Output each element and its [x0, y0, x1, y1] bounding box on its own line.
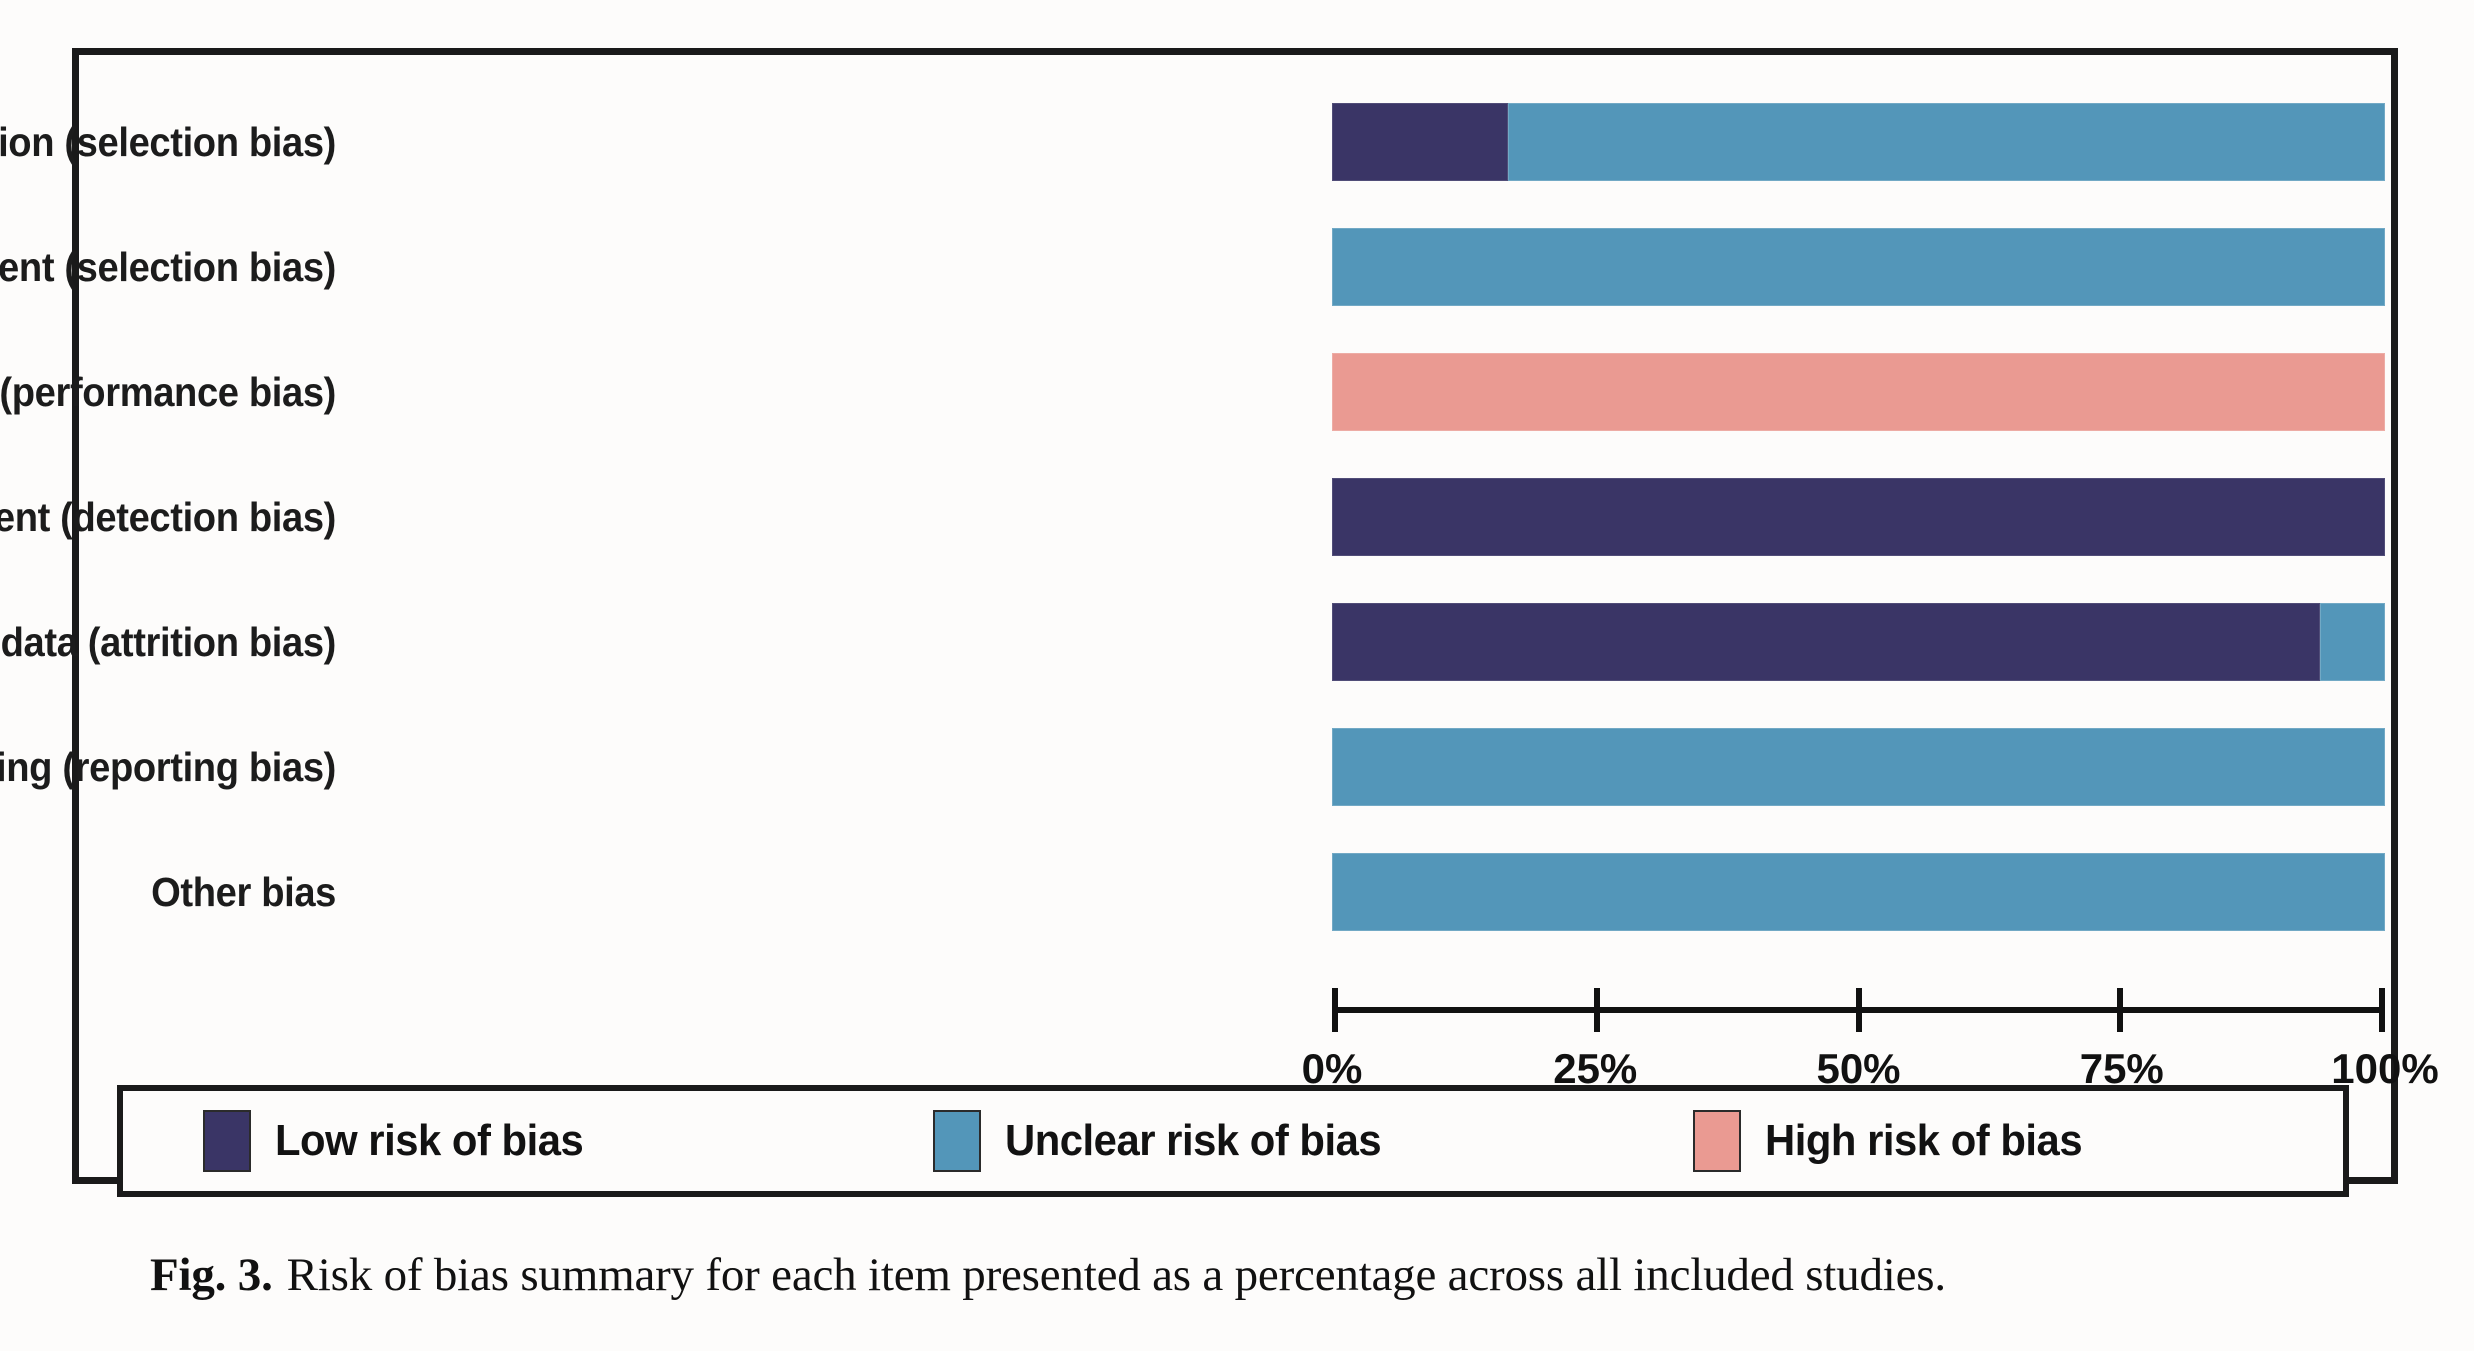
x-axis-tick [1332, 988, 1338, 1032]
chart-legend: Low risk of bias Unclear risk of bias High… [117, 1085, 2349, 1197]
legend-swatch-low [203, 1110, 251, 1172]
bar-row-label: Blinding of participants and personnel (… [0, 369, 336, 415]
x-axis-tick [2117, 988, 2124, 1032]
bar-row-label: Allocation concealment (selection bias) [0, 244, 336, 290]
bar-segment-low [1332, 103, 1508, 181]
bar-row: Blinding of participants and personnel (… [0, 353, 2391, 431]
bar-track [1332, 853, 2385, 931]
bar-segment-low [1332, 603, 2320, 681]
bar-row-label: Selective reporting (reporting bias) [0, 744, 336, 790]
bar-row: Random sequence generation (selection bi… [0, 103, 2391, 181]
bar-row: Allocation concealment (selection bias) [0, 228, 2391, 306]
bar-row-label: Incomplete outcome data (attrition bias) [0, 619, 336, 665]
bar-row: Incomplete outcome data (attrition bias) [0, 603, 2391, 681]
legend-item-high: High risk of bias [1693, 1110, 2099, 1172]
bar-segment-unclear [2319, 603, 2385, 681]
bar-segment-low [1332, 478, 2385, 556]
x-axis-tick-label: 25% [1553, 1045, 1638, 1092]
figure-frame: Random sequence generation (selection bi… [0, 48, 2439, 1197]
figure-caption-label: Fig. 3. [150, 1249, 273, 1301]
bar-row-label: Random sequence generation (selection bi… [0, 119, 336, 165]
bar-track [1332, 103, 2385, 181]
legend-item-low: Low risk of bias [203, 1110, 600, 1172]
bar-segment-unclear [1332, 228, 2385, 306]
bar-segment-unclear [1507, 103, 2385, 181]
bar-row-label: Other bias [151, 869, 336, 915]
risk-of-bias-plot-area: Random sequence generation (selection bi… [0, 55, 2391, 985]
bar-track [1332, 728, 2385, 806]
x-axis-tick-label: 75% [2079, 1045, 2164, 1092]
bar-row-label: Blinding of outcome assessment (detectio… [0, 494, 336, 540]
bar-segment-unclear [1332, 853, 2385, 931]
bar-track [1332, 603, 2385, 681]
bar-row: Blinding of outcome assessment (detectio… [0, 478, 2391, 556]
bar-segment-high [1332, 353, 2385, 431]
bar-track [1332, 353, 2385, 431]
x-axis-tick [2379, 988, 2385, 1032]
legend-label-unclear: Unclear risk of bias [1005, 1116, 1382, 1165]
legend-swatch-unclear [933, 1110, 981, 1172]
figure-caption: Fig. 3.Risk of bias summary for each ite… [150, 1248, 2380, 1302]
legend-swatch-high [1693, 1110, 1741, 1172]
x-axis: 0% 25% 50% 75% 100% [1302, 988, 2439, 1092]
bar-track [1332, 228, 2385, 306]
bar-row: Selective reporting (reporting bias) [0, 728, 2391, 806]
bar-track [1332, 478, 2385, 556]
x-axis-tick [1593, 988, 1600, 1032]
x-axis-tick-label: 100% [2331, 1045, 2439, 1092]
figure-caption-text: Risk of bias summary for each item prese… [286, 1249, 1946, 1301]
legend-item-unclear: Unclear risk of bias [933, 1110, 1401, 1172]
x-axis-tick-label: 0% [1301, 1045, 1363, 1092]
legend-label-high: High risk of bias [1765, 1116, 2083, 1165]
x-axis-tick [1855, 988, 1862, 1032]
legend-label-low: Low risk of bias [275, 1116, 584, 1165]
x-axis-tick-label: 50% [1816, 1045, 1901, 1092]
bar-segment-unclear [1332, 728, 2385, 806]
bar-row: Other bias [79, 853, 2391, 931]
